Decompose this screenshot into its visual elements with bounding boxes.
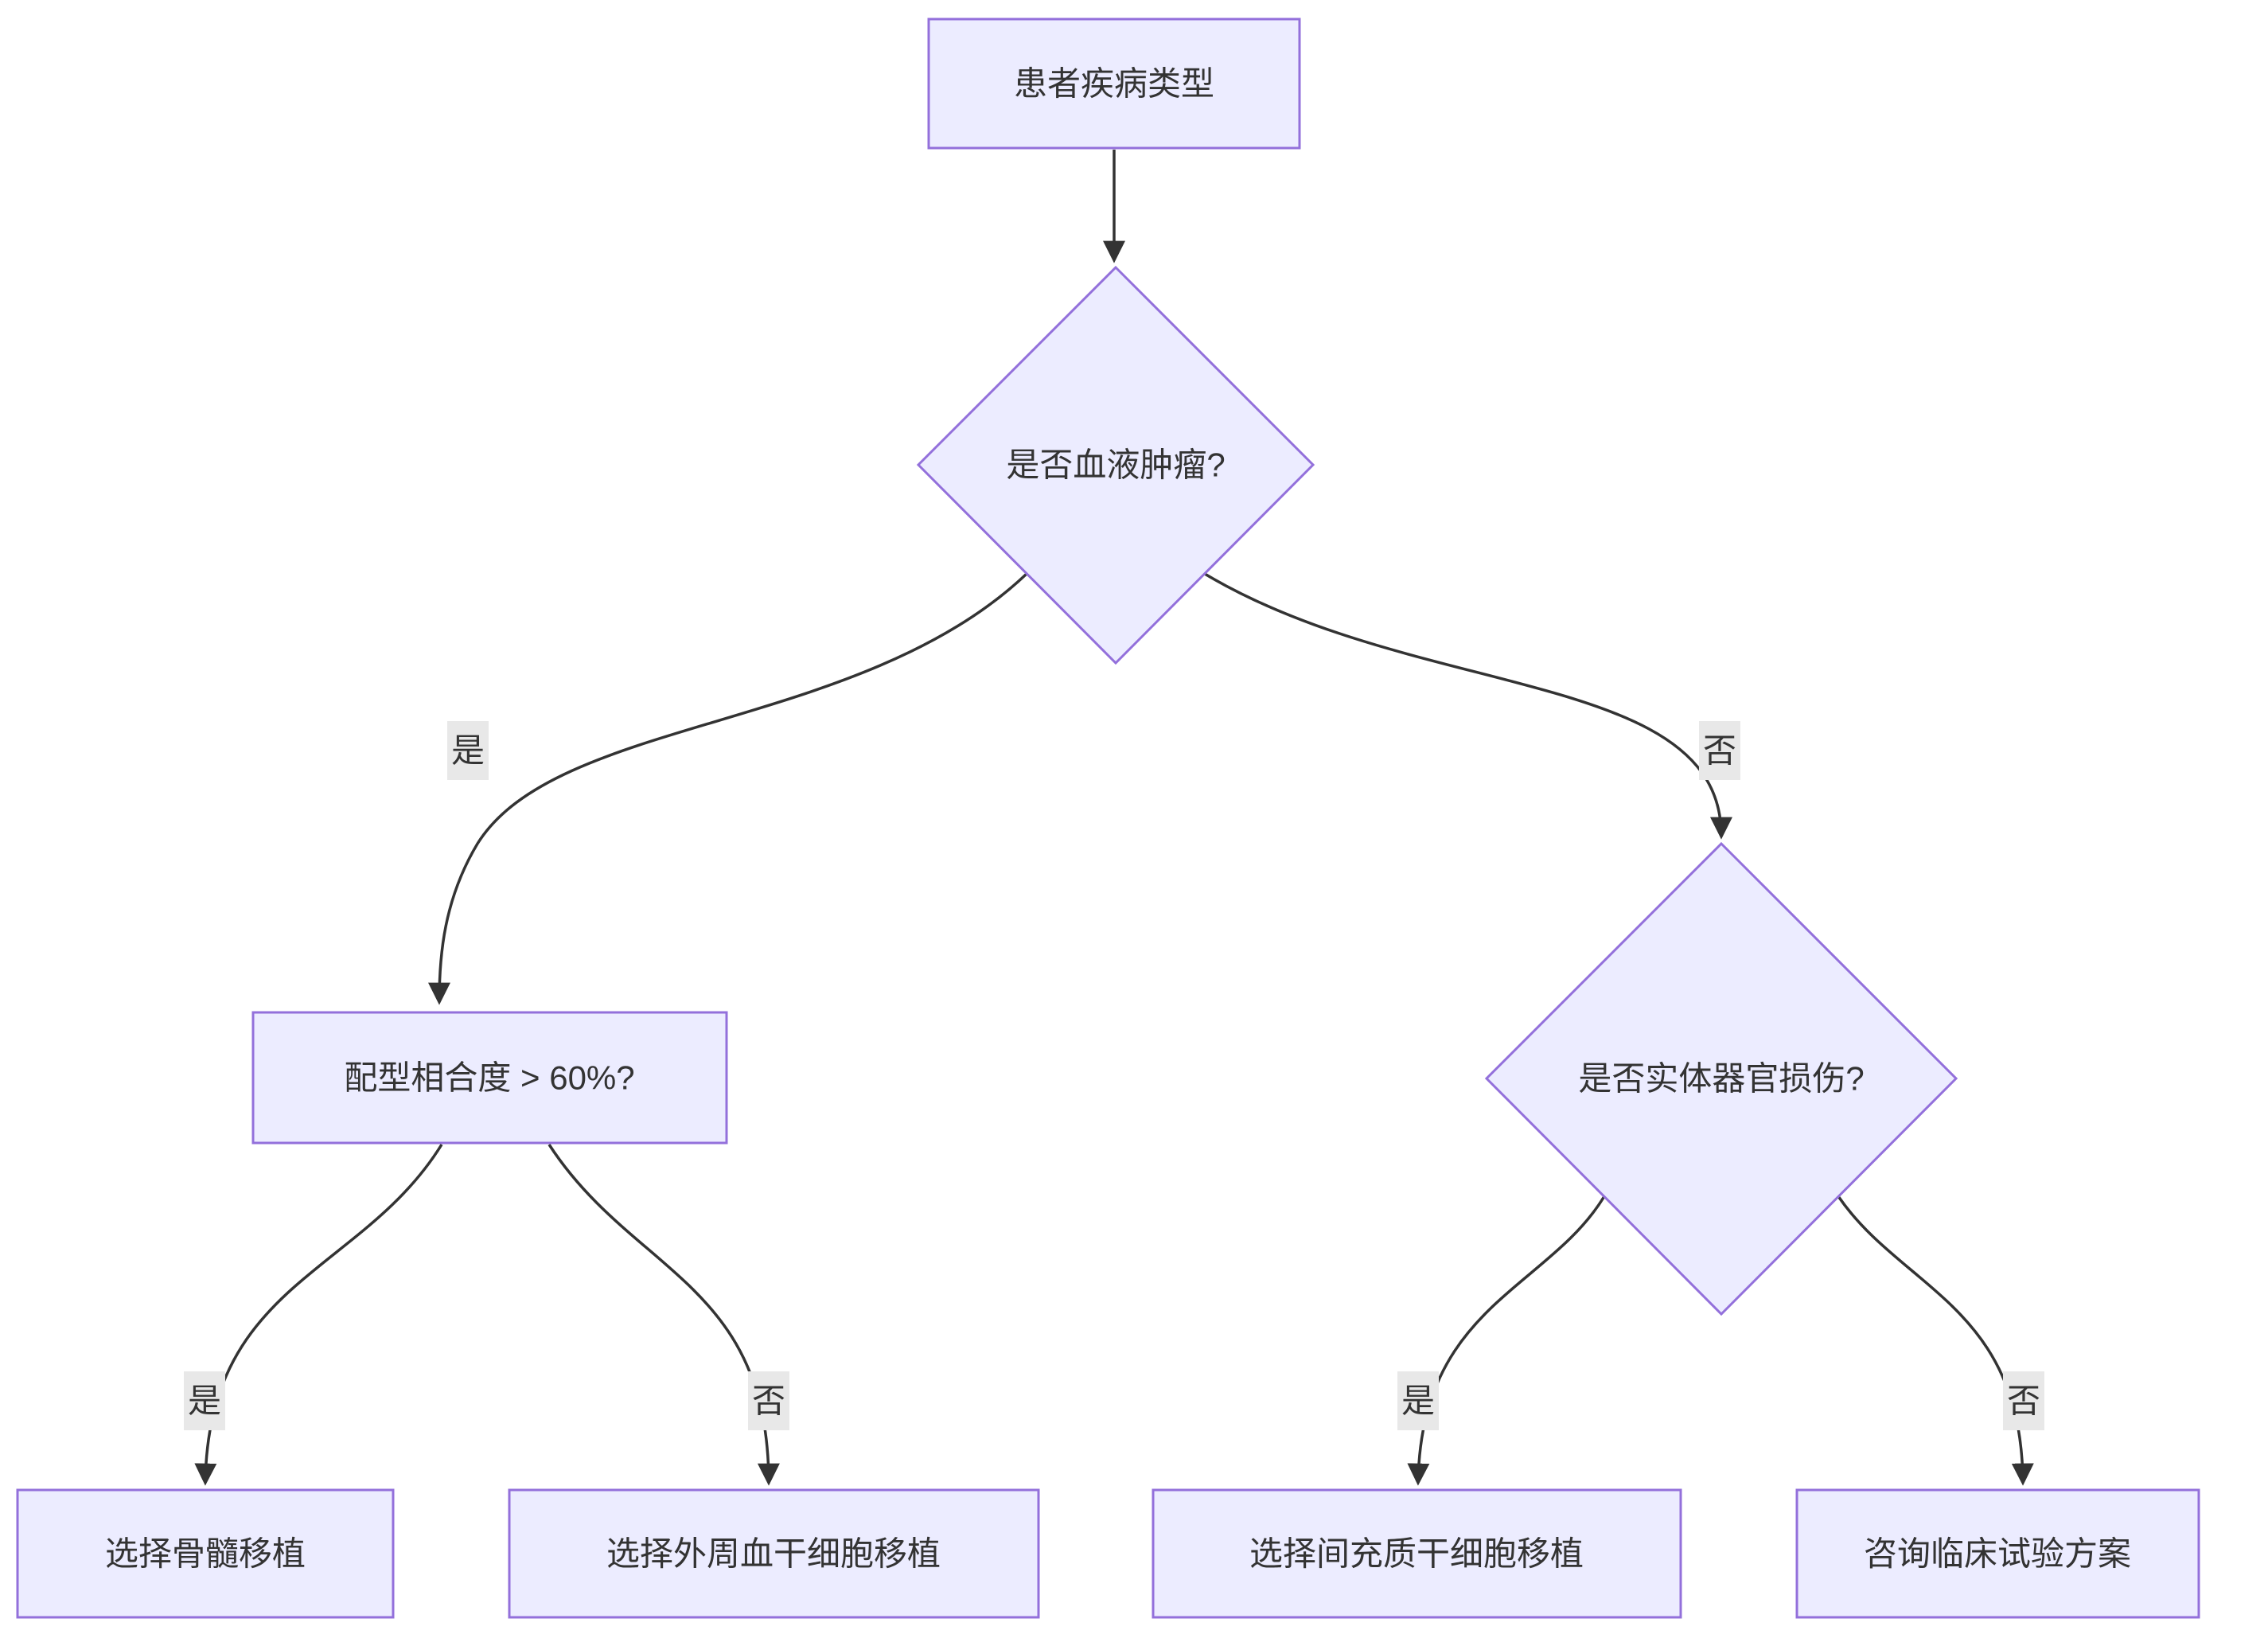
edge-label-organ-yes: 是 [1397, 1371, 1439, 1430]
edge-label-blood-tumor-no-text: 否 [1703, 732, 1736, 770]
node-patient-disease-type-label: 患者疾病类型 [1014, 65, 1214, 103]
edge-blood-tumor-yes [428, 572, 1028, 1005]
node-peripheral-blood-transplant-box [508, 1488, 1040, 1619]
node-clinical-trial-label: 咨询临床试验方案 [1864, 1535, 2131, 1573]
edge-label-organ-no-text: 否 [2007, 1383, 2040, 1420]
edge-label-match-no-bg [748, 1371, 789, 1430]
edge-label-match-yes-text: 是 [188, 1383, 221, 1420]
edge-label-blood-tumor-no: 否 [1699, 721, 1740, 780]
node-peripheral-blood-transplant-label: 选择外周血干细胞移植 [606, 1535, 941, 1573]
node-decision-organ-damage: 是否实体器官损伤? [1484, 841, 1958, 1316]
node-match-degree: 配型相合度 > 60%? [251, 1011, 728, 1145]
edge-label-organ-no-bg [2003, 1371, 2044, 1430]
node-decision-organ-damage-diamond [1484, 841, 1958, 1316]
node-clinical-trial-box [1795, 1488, 2200, 1619]
node-decision-organ-damage-label: 是否实体器官损伤? [1578, 1060, 1864, 1098]
edge-match-no [548, 1144, 780, 1486]
edge-organ-damage-yes [1407, 1195, 1606, 1486]
node-match-degree-label: 配型相合度 > 60%? [344, 1059, 634, 1097]
edge-label-blood-tumor-no-bg [1699, 721, 1740, 780]
edge-label-blood-tumor-yes-bg [447, 721, 489, 780]
node-mesenchymal-transplant-label: 选择间充质干细胞移植 [1249, 1535, 1584, 1573]
edge-label-match-no-text: 否 [752, 1383, 785, 1420]
edge-organ-damage-no [1837, 1195, 2034, 1486]
edge-label-blood-tumor-yes: 是 [447, 721, 489, 780]
node-bone-marrow-transplant-label: 选择骨髓移植 [105, 1535, 306, 1573]
edge-label-match-no: 否 [748, 1371, 789, 1430]
edge-label-organ-no: 否 [2003, 1371, 2044, 1430]
edge-match-yes [194, 1144, 443, 1486]
node-mesenchymal-transplant: 选择间充质干细胞移植 [1152, 1488, 1682, 1619]
edge-blood-tumor-no [1204, 572, 1732, 840]
edge-label-match-yes: 是 [184, 1371, 225, 1430]
edge-label-match-yes-bg [184, 1371, 225, 1430]
node-peripheral-blood-transplant: 选择外周血干细胞移植 [508, 1488, 1040, 1619]
edge-label-organ-yes-bg [1397, 1371, 1439, 1430]
node-patient-disease-type-box [927, 18, 1301, 150]
edge-label-organ-yes-text: 是 [1401, 1383, 1435, 1420]
node-clinical-trial: 咨询临床试验方案 [1795, 1488, 2200, 1619]
node-bone-marrow-transplant: 选择骨髓移植 [16, 1488, 395, 1619]
edge-label-blood-tumor-yes-text: 是 [451, 732, 485, 770]
node-mesenchymal-transplant-box [1152, 1488, 1682, 1619]
node-bone-marrow-transplant-box [16, 1488, 395, 1619]
node-decision-blood-tumor-label: 是否血液肿瘤? [1006, 447, 1225, 484]
node-decision-blood-tumor-diamond [916, 265, 1315, 665]
node-patient-disease-type: 患者疾病类型 [927, 18, 1301, 150]
node-match-degree-box [251, 1011, 728, 1145]
node-decision-blood-tumor: 是否血液肿瘤? [916, 265, 1315, 665]
